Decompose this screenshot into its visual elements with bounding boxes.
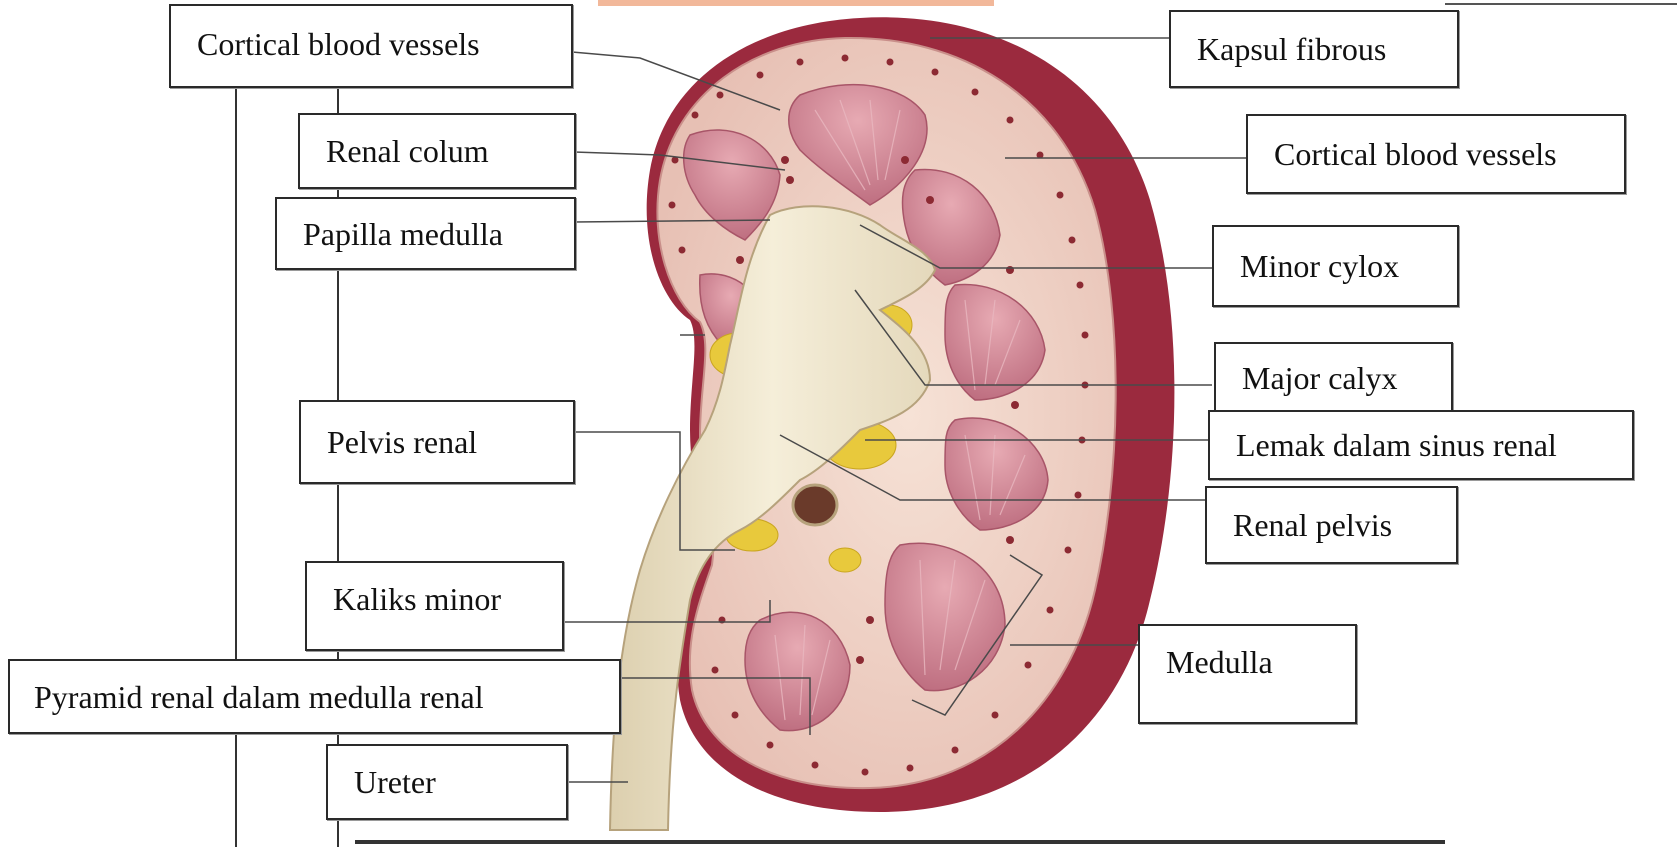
label-text: Medulla — [1166, 646, 1273, 678]
label-papilla-medulla: Papilla medulla — [275, 197, 576, 270]
label-text: Lemak dalam sinus renal — [1236, 429, 1557, 461]
label-lemak-dalam-sinus-renal: Lemak dalam sinus renal — [1208, 410, 1634, 480]
label-text: Minor cylox — [1240, 250, 1399, 282]
label-major-calyx: Major calyx — [1214, 342, 1453, 414]
vessel-opening — [793, 485, 837, 525]
label-text: Cortical blood vessels — [1274, 138, 1557, 170]
label-kaliks-minor: Kaliks minor — [305, 561, 564, 651]
label-text: Pyramid renal dalam medulla renal — [34, 681, 484, 713]
label-text: Pelvis renal — [327, 426, 477, 458]
top-tab-strip — [598, 0, 994, 6]
label-text: Major calyx — [1242, 362, 1398, 394]
label-text: Papilla medulla — [303, 218, 503, 250]
label-minor-calyx: Minor cylox — [1212, 225, 1459, 307]
label-text: Cortical blood vessels — [197, 28, 480, 60]
label-medulla: Medulla — [1138, 624, 1357, 724]
label-text: Kapsul fibrous — [1197, 33, 1386, 65]
label-ureter: Ureter — [326, 744, 568, 820]
label-text: Ureter — [354, 766, 436, 798]
label-text: Renal pelvis — [1233, 509, 1392, 541]
label-text: Renal colum — [326, 135, 489, 167]
label-kapsul-fibrous: Kapsul fibrous — [1169, 10, 1459, 88]
label-renal-pelvis: Renal pelvis — [1205, 486, 1458, 564]
label-renal-column: Renal colum — [298, 113, 576, 189]
label-text: Kaliks minor — [333, 583, 501, 615]
label-cortical-blood-vessels-left: Cortical blood vessels — [169, 4, 573, 88]
label-cortical-blood-vessels-right: Cortical blood vessels — [1246, 114, 1626, 194]
label-pyramid-renal: Pyramid renal dalam medulla renal — [8, 659, 621, 734]
label-pelvis-renal: Pelvis renal — [299, 400, 575, 484]
